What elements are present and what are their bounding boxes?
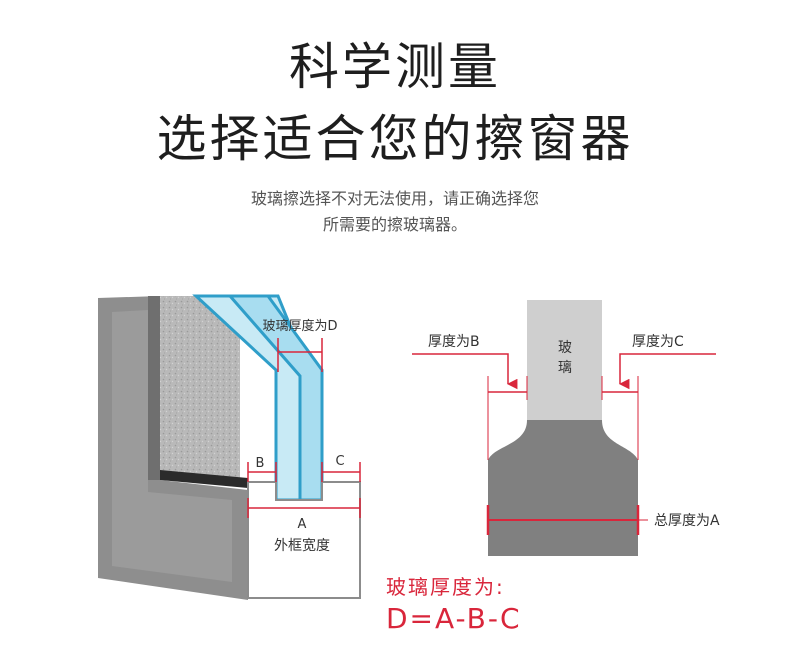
frame-section — [488, 420, 638, 556]
subtitle-line-1: 玻璃擦选择不对无法使用，请正确选择您 — [250, 189, 539, 208]
thickness-c-indicator — [601, 353, 716, 460]
thickness-b-label: 厚度为B — [428, 334, 480, 350]
total-thickness-indicator — [486, 505, 648, 535]
frame-width-label: 外框宽度 — [274, 537, 330, 554]
thickness-b-indicator — [412, 353, 528, 460]
formula-title: 玻璃厚度为: — [386, 575, 505, 599]
glass-label-1: 玻 — [558, 340, 572, 356]
dimension-a-label: A — [298, 517, 307, 532]
subtitle-line-2: 所需要的擦玻璃器。 — [322, 215, 467, 234]
window-frame-illustration — [98, 294, 361, 600]
page-title-line-2: 选择适合您的擦窗器 — [156, 110, 634, 168]
total-thickness-label: 总厚度为A — [654, 513, 720, 529]
glass-label-2: 璃 — [558, 359, 572, 376]
formula-equation: D=A-B-C — [386, 602, 522, 635]
dimension-c-label: C — [335, 454, 344, 469]
page-title-line-1: 科学测量 — [289, 38, 501, 96]
dimension-c — [321, 462, 361, 482]
seal-line — [160, 470, 248, 488]
thickness-c-label: 厚度为C — [632, 334, 684, 350]
frame-inner-edge — [148, 296, 160, 480]
dimension-b-label: B — [256, 456, 265, 471]
dimension-a — [247, 498, 361, 518]
cross-section-illustration — [488, 300, 638, 556]
glass-thickness-d-label: 玻璃厚度为D — [262, 318, 337, 334]
glass-section — [527, 300, 602, 420]
dimension-d — [277, 338, 323, 372]
frame-front-face — [112, 310, 232, 582]
spacer-strip — [160, 296, 240, 484]
dimension-b — [247, 462, 277, 482]
